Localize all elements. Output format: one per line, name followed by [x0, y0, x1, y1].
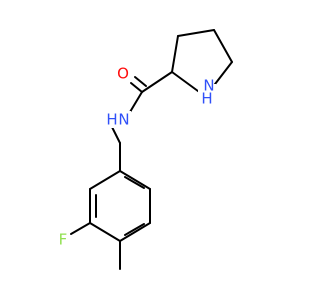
bond-ring-c4-c5	[213, 29, 233, 63]
amide-hydrogen-label: H	[106, 111, 117, 129]
ring-nh-label-bg	[198, 84, 216, 106]
bond-layer	[70, 29, 233, 270]
fluorine-label-bg	[56, 231, 70, 248]
oxygen-atom-label: O	[117, 65, 129, 83]
atom-label-layer: O H N N H F	[56, 65, 216, 249]
bond-carbonyl-double-2	[134, 76, 147, 87]
bond-benz-3-4	[89, 222, 121, 242]
oxygen-label-bg	[115, 65, 131, 82]
ring-nitrogen-label: N	[203, 77, 214, 95]
bond-carbonyl-c-c2	[141, 71, 173, 93]
fluorine-atom-label: F	[59, 231, 68, 249]
amide-nitrogen-label: N	[118, 111, 129, 129]
amide-nh-label-bg	[106, 111, 131, 128]
molecule-structure: O H N N H F	[56, 29, 233, 270]
ring-hydrogen-label: H	[201, 90, 212, 108]
bond-benz-6-1	[119, 170, 151, 190]
bond-ring-c5-n	[211, 61, 233, 89]
bond-benz-inner-2	[124, 223, 145, 236]
bond-benz-4-5	[119, 222, 151, 242]
bond-carbonyl-double-1	[130, 82, 143, 93]
bond-ring-c2-c3	[171, 35, 179, 73]
bond-ring-n-c2	[171, 71, 203, 95]
bond-benz-1-2	[89, 170, 121, 190]
bond-benz-inner-3	[124, 176, 145, 189]
bond-aryl-f	[70, 222, 91, 235]
molecule-canvas: O H N N H F	[56, 29, 233, 270]
bond-carbonyl-c-n	[129, 91, 143, 113]
bond-n-ch2	[111, 126, 121, 144]
bond-ring-c3-c4	[177, 29, 215, 37]
